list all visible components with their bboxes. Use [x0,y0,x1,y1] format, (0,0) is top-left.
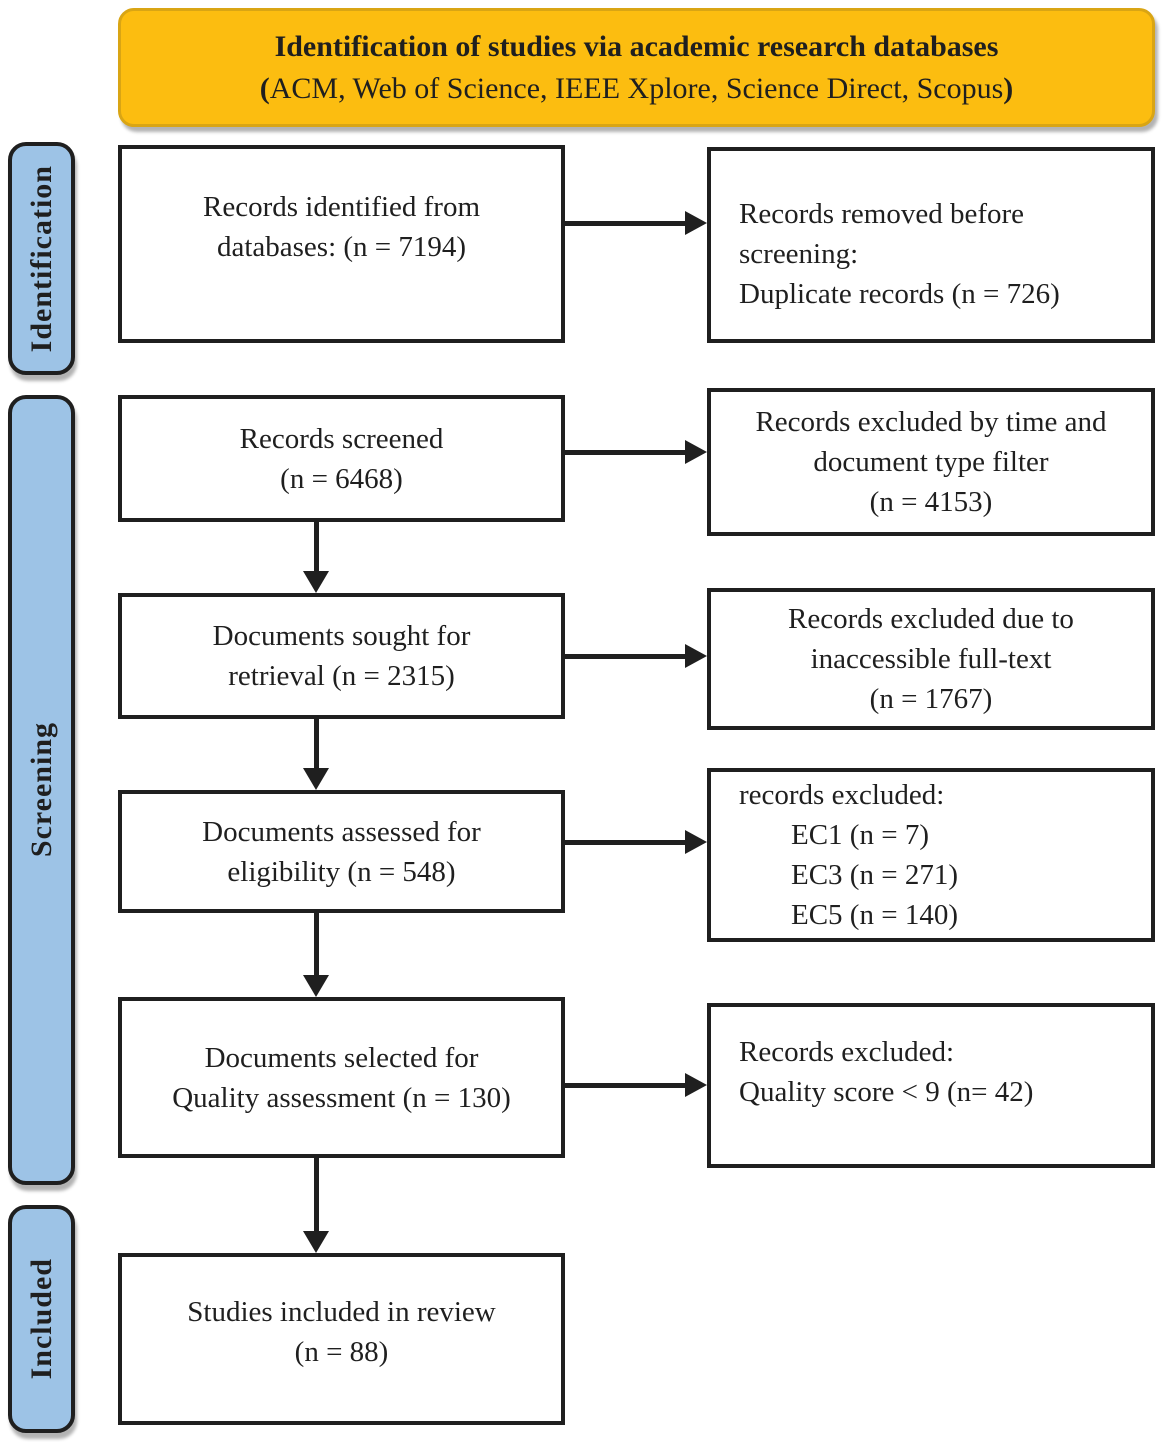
arrow-head-icon [685,440,707,464]
box-line: Records excluded due to [788,603,1074,635]
stage-included-label: Included [24,1258,58,1380]
arrow-selected-to-excluded-quality [565,1073,707,1097]
box-line: Quality assessment (n = 130) [172,1081,511,1114]
box-line: Records removed before [739,198,1025,230]
arrow-shaft [565,1083,689,1088]
box-line: EC3 (n = 271) [791,859,958,891]
arrow-head-icon [685,211,707,235]
box-line: EC1 (n = 7) [791,819,929,851]
arrow-head-icon [685,830,707,854]
box-line: Documents sought for [212,620,471,652]
arrow-shaft [314,913,319,979]
box-line: Duplicate records (n = 726) [739,278,1060,310]
stage-identification: Identification [8,142,75,375]
box-records-identified: Records identified from databases: (n = … [118,145,565,343]
header-banner: Identification of studies via academic r… [118,8,1155,127]
arrow-sought-to-assessed [303,719,329,790]
stage-included: Included [8,1205,75,1433]
arrow-head-icon [685,644,707,668]
box-documents-selected: Documents selected for Quality assessmen… [118,997,565,1158]
box-line: Records excluded: [739,1035,955,1068]
box-line: document type filter [813,446,1049,478]
arrow-head-icon [303,768,329,790]
stage-screening-label: Screening [24,722,58,858]
arrow-shaft [565,840,689,845]
stage-screening: Screening [8,395,75,1185]
arrow-identified-to-removed [565,211,707,235]
arrow-shaft [565,654,689,659]
box-line: EC5 (n = 140) [791,899,958,931]
box-records-screened: Records screened (n = 6468) [118,395,565,522]
box-line: records excluded: [739,779,945,811]
arrow-shaft [314,522,319,575]
header-title: Identification of studies via academic r… [274,29,999,63]
arrow-screened-to-sought [303,522,329,593]
arrow-selected-to-included [303,1158,329,1253]
box-line: Records identified from [202,191,481,223]
arrow-head-icon [303,1231,329,1253]
box-excluded-quality: Records excluded: Quality score < 9 (n= … [707,1003,1155,1168]
arrow-head-icon [685,1073,707,1097]
arrow-shaft [314,719,319,772]
box-line: inaccessible full-text [810,643,1052,675]
box-line: databases: (n = 7194) [216,231,467,263]
arrow-head-icon [303,571,329,593]
box-line: screening: [739,238,859,270]
box-line: (n = 88) [294,1336,389,1368]
arrow-shaft [565,450,689,455]
header-subtitle-open-paren: ( [259,71,270,105]
box-line: Records excluded by time and [755,406,1107,438]
box-documents-sought: Documents sought for retrieval (n = 2315… [118,593,565,719]
arrow-sought-to-excluded-fulltext [565,644,707,668]
box-excluded-fulltext: Records excluded due to inaccessible ful… [707,588,1155,730]
box-line: retrieval (n = 2315) [228,660,455,692]
stage-identification-label: Identification [24,164,58,353]
box-studies-included: Studies included in review (n = 88) [118,1253,565,1425]
arrow-screened-to-excluded-filter [565,440,707,464]
box-line: Documents selected for [204,1041,479,1074]
box-line: Quality score < 9 (n= 42) [739,1075,1034,1108]
arrow-shaft [565,221,689,226]
box-line: (n = 4153) [869,486,993,518]
box-line: Documents assessed for [202,815,481,848]
box-excluded-filter: Records excluded by time and document ty… [707,388,1155,536]
box-line: Studies included in review [187,1296,496,1328]
box-documents-assessed: Documents assessed for eligibility (n = … [118,790,565,913]
box-excluded-criteria: records excluded: EC1 (n = 7) EC3 (n = 2… [707,768,1155,942]
arrow-assessed-to-excluded-criteria [565,830,707,854]
box-line: Records screened [239,422,444,455]
arrow-head-icon [303,975,329,997]
header-subtitle-databases: ACM, Web of Science, IEEE Xplore, Scienc… [269,71,1004,105]
header-subtitle-close-paren: ) [1003,71,1014,105]
header-subtitle: (ACM, Web of Science, IEEE Xplore, Scien… [260,68,1014,110]
box-line: (n = 1767) [869,683,993,715]
box-records-removed: Records removed before screening: Duplic… [707,147,1155,343]
arrow-assessed-to-selected [303,913,329,997]
box-line: (n = 6468) [280,462,403,495]
box-line: eligibility (n = 548) [227,855,456,888]
arrow-shaft [314,1158,319,1235]
